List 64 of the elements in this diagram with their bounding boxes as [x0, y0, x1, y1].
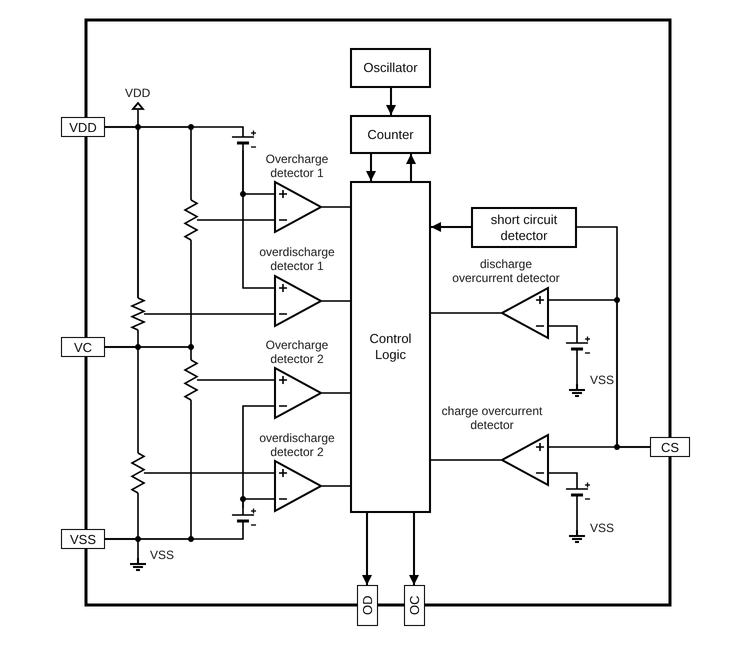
comparator-symbol	[500, 433, 549, 487]
wire	[577, 226, 650, 448]
resistor-symbol	[183, 359, 199, 401]
arrow	[366, 154, 376, 181]
comparator-symbol	[274, 459, 324, 513]
comparator-label: Overcharge detector 2	[264, 338, 330, 366]
resistor-symbol	[130, 452, 146, 494]
comparator-symbol	[274, 180, 324, 234]
wire	[242, 150, 274, 289]
arrow	[431, 222, 471, 232]
comparator-symbol	[274, 274, 324, 328]
pin-box: OC	[404, 585, 425, 626]
function-block: Counter	[350, 115, 431, 154]
wire	[576, 502, 578, 530]
wire	[322, 300, 350, 302]
wire	[576, 356, 578, 384]
arrow	[362, 513, 372, 585]
wire	[322, 485, 350, 487]
battery-symbol	[231, 507, 257, 529]
pin-box: OD	[357, 585, 378, 626]
comparator-label: discharge overcurrent detector	[451, 257, 561, 285]
wire	[431, 459, 501, 461]
supply-symbol	[131, 102, 145, 110]
function-block: Control Logic	[350, 181, 431, 513]
pin-box: CS	[650, 437, 690, 457]
net-label: VSS	[150, 548, 174, 562]
net-label: VSS	[590, 521, 614, 535]
function-block: short circuit detector	[471, 207, 577, 248]
comparator-label: overdischarge detector 2	[258, 431, 336, 459]
ground-symbol	[129, 557, 147, 571]
wire	[105, 126, 192, 200]
ground-symbol	[568, 383, 586, 397]
wire	[322, 206, 350, 208]
resistor-symbol	[183, 199, 199, 241]
battery-symbol	[231, 129, 257, 151]
resistor-symbol	[130, 297, 146, 331]
battery-symbol	[565, 335, 591, 357]
battery-symbol	[565, 481, 591, 503]
pin-box: VDD	[61, 117, 105, 137]
wire	[105, 346, 192, 360]
net-label: VDD	[125, 86, 150, 100]
wire	[549, 325, 578, 336]
wire	[144, 313, 274, 315]
wire	[322, 392, 350, 394]
comparator-label: charge overcurrent detector	[440, 404, 544, 432]
comparator-symbol	[500, 286, 549, 340]
wire	[242, 498, 274, 508]
ground-symbol	[568, 529, 586, 543]
wire	[197, 379, 274, 381]
wire	[197, 219, 274, 221]
wire	[549, 472, 578, 482]
arrow	[409, 513, 419, 585]
wire	[144, 472, 274, 474]
arrow	[386, 88, 396, 115]
wire	[105, 538, 139, 558]
arrow	[406, 154, 416, 181]
comparator-label: Overcharge detector 1	[264, 152, 330, 180]
pin-box: VC	[61, 337, 105, 357]
wire	[431, 312, 501, 314]
comparator-label: overdischarge detector 1	[258, 245, 336, 273]
comparator-symbol	[274, 366, 324, 420]
pin-box: VSS	[61, 529, 105, 549]
function-block: Oscillator	[350, 48, 431, 88]
net-label: VSS	[590, 373, 614, 387]
